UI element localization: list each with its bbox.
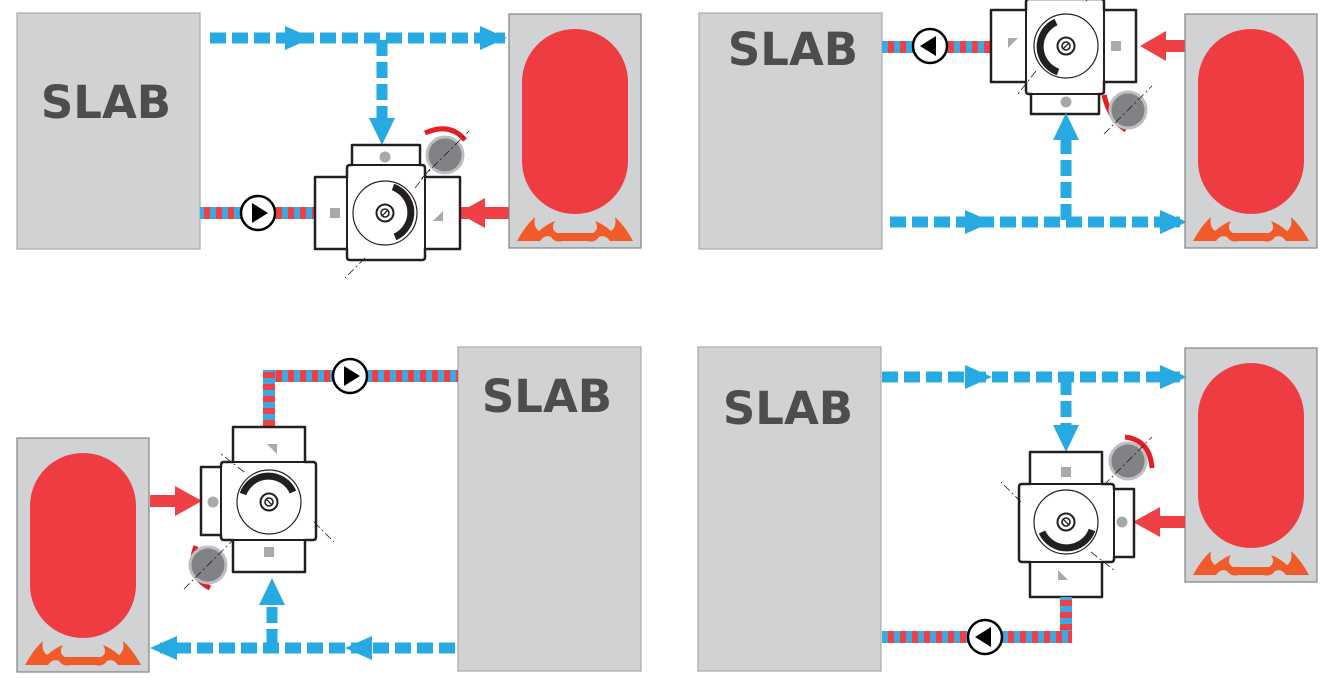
flow-arrow-icon <box>1053 425 1079 452</box>
diagram-top-left: SLAB <box>16 12 642 278</box>
flow-arrow-icon <box>1053 113 1079 140</box>
mixing-valve-icon <box>201 427 334 572</box>
flow-arrow-icon <box>1160 210 1187 234</box>
slab-block <box>697 346 882 672</box>
diagram-bottom-left: SLAB <box>16 346 642 673</box>
circulator-pump-icon <box>331 357 369 395</box>
slab-label: SLAB <box>41 76 171 129</box>
slab-label: SLAB <box>728 23 858 76</box>
water-heater-tank-icon <box>508 13 642 249</box>
slab-block <box>698 12 883 250</box>
flow-arrow-icon <box>285 26 312 50</box>
thermostatic-actuator-icon <box>1102 84 1154 136</box>
flow-arrow-icon <box>369 118 395 145</box>
actuator-handle <box>423 126 467 142</box>
slab-label: SLAB <box>723 382 853 435</box>
flow-arrow-icon <box>175 486 202 516</box>
mixed-pipe <box>263 370 275 436</box>
flow-arrow-icon <box>345 636 372 660</box>
hot-pipe <box>1160 516 1185 528</box>
actuator-handle <box>1124 434 1155 469</box>
flow-arrow-icon <box>1160 365 1187 389</box>
thermostatic-actuator-icon <box>182 539 234 591</box>
flow-arrow-icon <box>150 636 177 660</box>
slab-block <box>457 346 642 672</box>
slab-label: SLAB <box>482 370 612 423</box>
flow-arrow-icon <box>480 26 507 50</box>
diagram-top-right: SLAB <box>698 0 1318 250</box>
flow-arrow-icon <box>259 578 285 605</box>
circulator-pump-icon <box>966 618 1004 656</box>
circulator-pump-icon <box>239 194 277 232</box>
water-heater-tank-icon <box>16 437 150 673</box>
hot-pipe <box>485 207 509 219</box>
flow-arrow-icon <box>1140 31 1166 61</box>
hot-pipe <box>1165 40 1185 52</box>
water-heater-tank-icon <box>1184 347 1318 583</box>
circulator-pump-icon <box>911 27 949 65</box>
hot-pipe <box>150 495 175 507</box>
flow-arrow-icon <box>965 210 992 234</box>
mixed-pipe <box>1060 597 1072 637</box>
flow-arrow-icon <box>1133 507 1160 537</box>
flow-arrow-icon <box>965 365 992 389</box>
water-heater-tank-icon <box>1184 13 1318 249</box>
flow-arrow-icon <box>458 198 485 228</box>
diagram-bottom-right: SLAB <box>697 346 1318 672</box>
slab-block <box>16 12 201 250</box>
